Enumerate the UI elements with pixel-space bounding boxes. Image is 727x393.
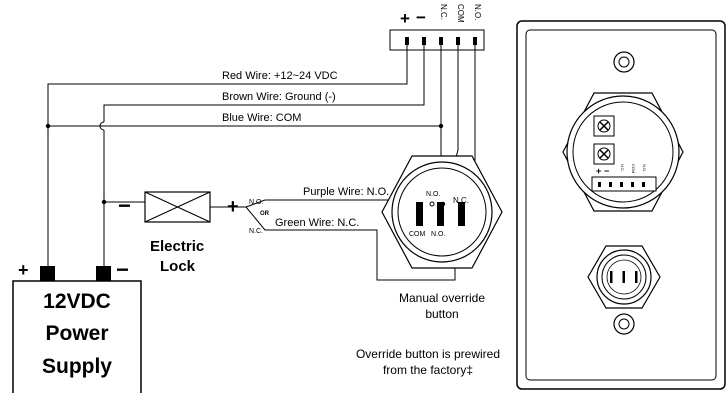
button-pin-nc bbox=[458, 202, 465, 226]
lock-minus-label: − bbox=[118, 193, 131, 218]
psu-minus-label: − bbox=[116, 257, 129, 282]
plate-minus-label: − bbox=[604, 166, 609, 176]
screw-icon bbox=[613, 313, 635, 335]
psu-line3: Supply bbox=[42, 355, 112, 378]
button-com-label: COM bbox=[409, 231, 426, 238]
button-no-bottom-label: N.O. bbox=[431, 231, 445, 238]
blue-wire-label: Blue Wire: COM bbox=[222, 112, 301, 124]
screw-icon bbox=[613, 51, 635, 73]
plate-button bbox=[587, 245, 661, 309]
terminal-minus-label: − bbox=[416, 8, 426, 27]
factory-note: Override button is prewired from the fac… bbox=[356, 347, 500, 377]
lock-or-label: OR bbox=[260, 211, 270, 217]
button-caption-line1: Manual override bbox=[399, 291, 485, 305]
plate-terminal-block: + − N.C. COM N.O. bbox=[591, 164, 657, 192]
junction-dot bbox=[101, 199, 107, 205]
terminal-plus-label: + bbox=[400, 9, 410, 28]
electric-lock: − + Electric Lock bbox=[118, 191, 246, 275]
brown-wire-label: Brown Wire: Ground (-) bbox=[222, 91, 336, 103]
wall-plate: + − N.C. COM N.O. bbox=[516, 20, 726, 390]
button-no-top-label: N.O. bbox=[426, 191, 440, 198]
purple-wire-label: Purple Wire: N.O. bbox=[303, 186, 389, 198]
purple-wire: N.O. Purple Wire: N.O. bbox=[245, 186, 443, 208]
terminal-no-label: N.O. bbox=[473, 4, 482, 20]
plate-plus-label: + bbox=[596, 166, 601, 176]
plate-nc-label: N.C. bbox=[620, 164, 625, 172]
button-pin-no bbox=[437, 202, 444, 226]
button-pin-com bbox=[416, 202, 423, 226]
button-nc-label: N.C. bbox=[453, 196, 469, 205]
plate-com-label: COM bbox=[631, 164, 636, 173]
terminal-pins bbox=[405, 37, 477, 45]
brown-wire: Brown Wire: Ground (-) bbox=[99, 45, 425, 266]
green-wire-label: Green Wire: N.C. bbox=[275, 217, 359, 229]
override-button: N.O. N.C. COM N.O. Manual override butto… bbox=[381, 155, 503, 321]
blue-wire: Blue Wire: COM bbox=[45, 45, 442, 129]
lock-plus-label: + bbox=[227, 196, 239, 218]
power-supply: + − 12VDC Power Supply bbox=[12, 257, 142, 393]
terminal-com-label: COM bbox=[456, 4, 465, 23]
plate-screw-terminal bbox=[593, 115, 615, 137]
psu-line2: Power bbox=[45, 322, 108, 345]
note-line1: Override button is prewired bbox=[356, 347, 500, 361]
green-wire: N.C. Green Wire: N.C. bbox=[245, 206, 456, 281]
lock-label-line2: Lock bbox=[160, 258, 196, 275]
red-wire: Red Wire: +12~24 VDC bbox=[47, 45, 408, 266]
red-wire-label: Red Wire: +12~24 VDC bbox=[222, 70, 338, 82]
note-line2: from the factory‡ bbox=[383, 363, 473, 377]
terminal-nc-label: N.C. bbox=[439, 4, 448, 20]
terminal-block: + − N.C. COM N.O. bbox=[389, 4, 485, 51]
plate-screw-terminal bbox=[593, 143, 615, 165]
lock-label-line1: Electric bbox=[150, 238, 204, 255]
lock-no-label: N.O. bbox=[249, 199, 263, 206]
lock-nc-label: N.C. bbox=[249, 228, 263, 235]
psu-plus-label: + bbox=[18, 260, 29, 280]
button-caption-line2: button bbox=[425, 307, 458, 321]
psu-line1: 12VDC bbox=[43, 290, 111, 313]
junction-dot bbox=[438, 123, 444, 129]
plate-no-label: N.O. bbox=[642, 164, 647, 172]
